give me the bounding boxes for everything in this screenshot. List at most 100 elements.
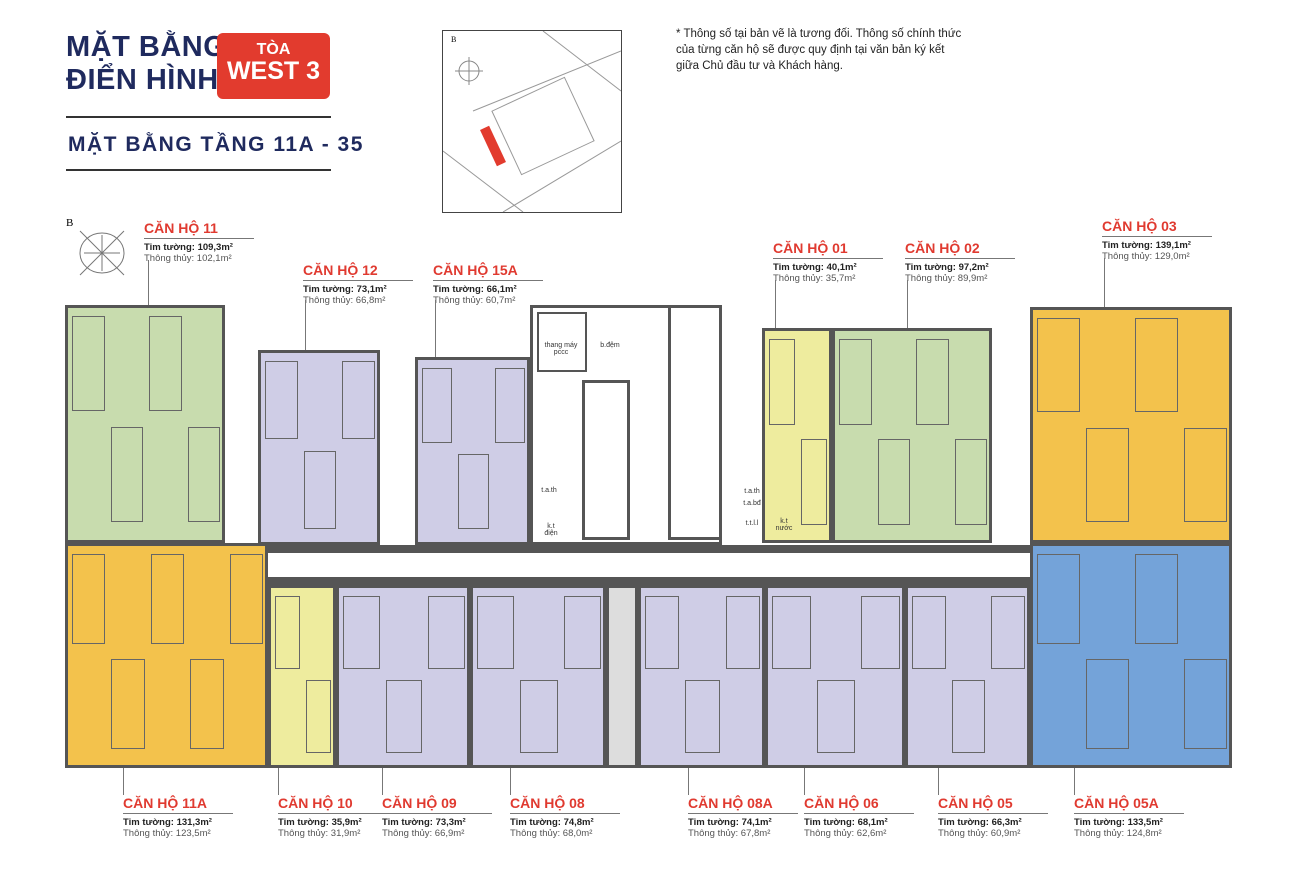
net-area: Thông thủy: 35,7m² [773,273,856,284]
leader-line [938,768,939,795]
wall-center-area: Tim tường: 35,9m² [278,817,362,828]
core-room-label: k.t điện [544,523,558,537]
room [494,368,525,444]
room [645,596,680,670]
compass: B [66,213,125,276]
unit-name: CĂN HỘ 05 [938,795,1048,814]
leader-line [278,768,279,795]
room [991,596,1025,670]
unit-name: CĂN HỘ 03 [1102,218,1212,237]
unit-09 [336,585,470,768]
core-room-label: k.t nước [775,518,793,532]
key-map: B [442,30,622,213]
core-room-label: t.a.th [541,487,557,494]
net-area: Thông thủy: 62,6m² [804,828,887,839]
wall-center-area: Tim tường: 73,3m² [382,817,466,828]
wall-center-area: Tim tường: 66,1m² [433,284,517,295]
leader-line [804,768,805,795]
divider [66,116,331,118]
unit-06 [765,585,905,768]
net-area: Thông thủy: 66,9m² [382,828,465,839]
elevator-shaft [668,305,722,540]
unit-10 [268,585,336,768]
room [816,679,856,753]
leader-line [1074,768,1075,795]
subtitle: MẶT BẰNG TẦNG 11A - 35 [68,133,364,156]
room [458,454,489,530]
unit-11 [65,305,225,543]
room [954,438,987,525]
unit-name: CĂN HỘ 11A [123,795,233,814]
leader-line [775,280,776,328]
room [1184,658,1227,749]
unit-name: CĂN HỘ 05A [1074,795,1184,814]
net-area: Thông thủy: 66,8m² [303,295,386,306]
wall-center-area: Tim tường: 40,1m² [773,262,857,273]
unit-03 [1030,307,1232,543]
unit-05a [1030,543,1232,768]
room [1184,428,1227,523]
room [877,438,910,525]
room [769,339,795,425]
net-area: Thông thủy: 89,9m² [905,273,988,284]
room [861,596,900,670]
room [111,658,145,749]
wall-center-area: Tim tường: 109,3m² [144,242,233,253]
compass-north-label: B [66,217,74,229]
room [265,361,298,439]
unit-name: CĂN HỘ 11 [144,220,254,239]
room [275,596,300,670]
wall-center-area: Tim tường: 74,1m² [688,817,772,828]
room [725,596,760,670]
unit-08a [638,585,765,768]
net-area: Thông thủy: 124,8m² [1074,828,1162,839]
disclaimer-note: * Thông số tại bản vẽ là tương đối. Thôn… [676,28,962,72]
unit-name: CĂN HỘ 08 [510,795,620,814]
core-room-label: b.đệm [600,342,620,349]
room [1037,318,1080,413]
corridor [606,585,638,768]
room [72,554,106,644]
leader-line [435,300,436,357]
net-area: Thông thủy: 129,0m² [1102,251,1190,262]
room [520,679,558,753]
firefighting-elevator [537,312,587,372]
unit-08 [470,585,606,768]
key-map-north-label: B [451,35,457,44]
unit-01 [762,328,832,543]
net-area: Thông thủy: 67,8m² [688,828,771,839]
wall-center-area: Tim tường: 74,8m² [510,817,594,828]
room [912,596,946,670]
unit-15a [415,357,530,545]
divider [66,169,331,171]
unit-name: CĂN HỘ 09 [382,795,492,814]
unit-name: CĂN HỘ 02 [905,240,1015,259]
room [229,554,263,644]
unit-name: CĂN HỘ 01 [773,240,883,259]
unit-name: CĂN HỘ 08A [688,795,798,814]
room [801,438,827,525]
net-area: Thông thủy: 68,0m² [510,828,593,839]
room [187,427,220,523]
room [772,596,811,670]
site-plan-icon [442,30,622,213]
room [1135,554,1178,644]
net-area: Thông thủy: 102,1m² [144,253,232,264]
room [190,658,224,749]
room [839,339,872,425]
elevator-shaft [582,380,630,540]
room [149,316,182,412]
badge-bottom: WEST 3 [226,57,321,85]
unit-name: CĂN HỘ 06 [804,795,914,814]
room [342,361,375,439]
leader-line [688,768,689,795]
